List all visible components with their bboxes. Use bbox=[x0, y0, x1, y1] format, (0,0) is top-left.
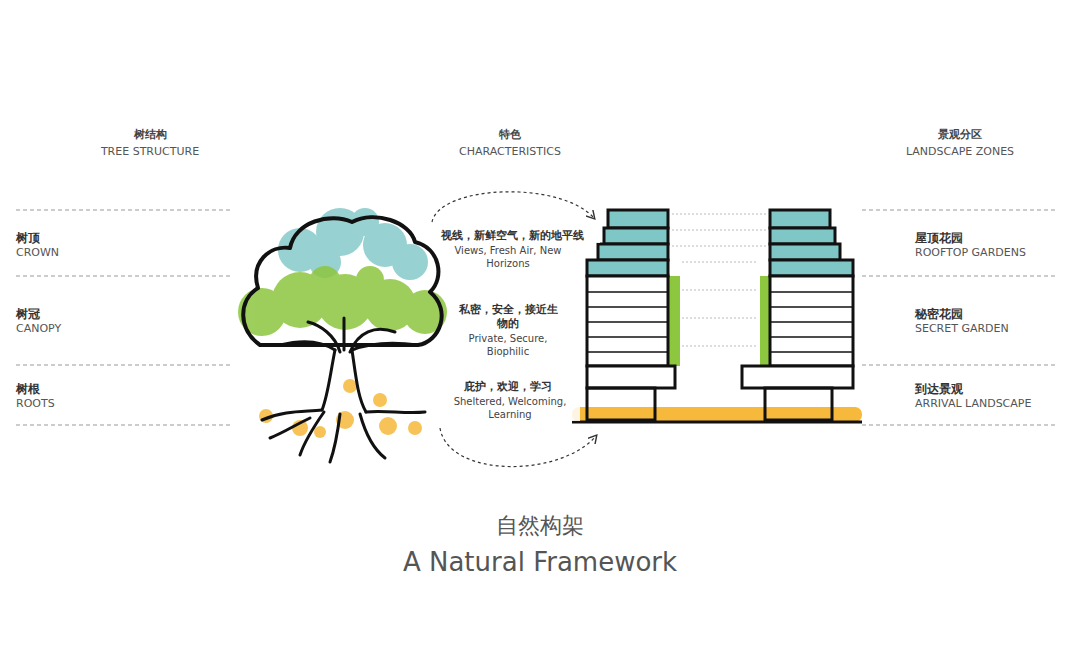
characteristic: Private, Secure, Biophilic bbox=[452, 333, 564, 358]
zone-name: 树根 bbox=[16, 382, 136, 397]
characteristic: Sheltered, Welcoming, Learning bbox=[440, 396, 580, 421]
characteristic: 庇护，欢迎，学习 bbox=[444, 380, 572, 394]
zone-name: CANOPY bbox=[16, 322, 136, 336]
zone-name: 树冠 bbox=[16, 307, 136, 322]
caption-english: A Natural Framework bbox=[340, 546, 740, 579]
column-heading: LANDSCAPE ZONES bbox=[850, 145, 1070, 159]
landscape-zone: 到达景观 bbox=[915, 382, 1065, 397]
column-heading: 特色 bbox=[440, 128, 580, 142]
column-heading: TREE STRUCTURE bbox=[40, 145, 260, 159]
tree-illustration bbox=[238, 208, 447, 462]
zone-name: CROWN bbox=[16, 246, 136, 260]
landscape-zone: SECRET GARDEN bbox=[915, 322, 1075, 336]
landscape-zone: ARRIVAL LANDSCAPE bbox=[915, 397, 1075, 411]
divider-lines bbox=[16, 210, 1055, 425]
column-heading: 景观分区 bbox=[870, 128, 1050, 142]
characteristic: 视线，新鲜空气，新的地平线 bbox=[424, 229, 600, 243]
zone-name: ROOTS bbox=[16, 397, 136, 411]
caption: 自然构架 bbox=[390, 512, 690, 540]
column-heading: 树结构 bbox=[60, 128, 240, 142]
characteristic: 私密，安全，接近生物的 bbox=[456, 303, 560, 331]
building-illustration bbox=[572, 210, 862, 422]
landscape-zone: 屋顶花园 bbox=[915, 231, 1065, 246]
column-heading: CHARACTERISTICS bbox=[420, 145, 600, 159]
zone-name: 树顶 bbox=[16, 231, 136, 246]
characteristic: Views, Fresh Air, New Horizons bbox=[448, 245, 568, 270]
landscape-zone: ROOFTOP GARDENS bbox=[915, 246, 1075, 260]
landscape-zone: 秘密花园 bbox=[915, 307, 1065, 322]
